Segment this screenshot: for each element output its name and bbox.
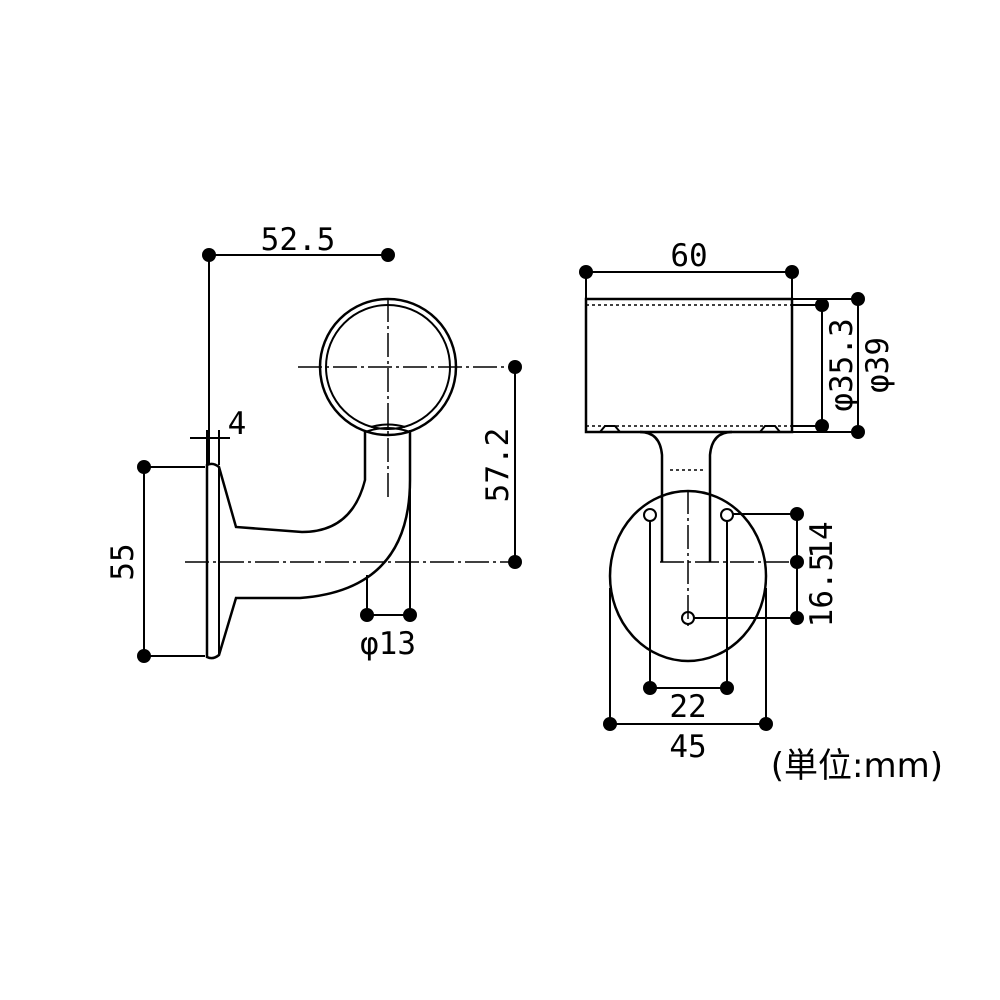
- side-view: 52.5 4 55 57.2 φ13: [105, 222, 522, 663]
- dim-35-dot-bottom: [815, 419, 829, 433]
- rail-saddle: [599, 425, 781, 433]
- dim-stem-diameter: φ13: [360, 626, 416, 662]
- dim-outer-diameter: φ39: [860, 337, 896, 393]
- arm-neck: [364, 427, 411, 433]
- dim-60-dot-left: [579, 265, 593, 279]
- screw-hole-right: [720, 508, 734, 522]
- dim-inner-diameter: φ35.3: [824, 318, 860, 411]
- dim-hole-offset-upper: 14: [804, 521, 840, 558]
- dim-hole-spacing: 22: [669, 689, 706, 725]
- dim-side-height: 55: [105, 543, 141, 580]
- dim-39-dot-top: [851, 292, 865, 306]
- rail-body: [584, 297, 794, 434]
- dim-14-dot-mid: [790, 555, 804, 569]
- dim-57-dot-bottom: [508, 555, 522, 569]
- dim-plate-width: 45: [669, 729, 706, 765]
- dim-22-dot-right: [720, 681, 734, 695]
- dim-16-dot-bottom: [790, 611, 804, 625]
- dim-13-dot-right: [403, 608, 417, 622]
- dim-45-dot-left: [603, 717, 617, 731]
- front-view: 60 φ35.3 φ39 14 16.5 22 45: [579, 238, 896, 765]
- dim-55-dot-bottom: [137, 649, 151, 663]
- dim-55-dot-top: [137, 460, 151, 474]
- unit-note: (単位:mm): [771, 746, 943, 786]
- dim-side-width: 52.5: [261, 222, 336, 258]
- dim-front-width: 60: [670, 238, 707, 274]
- dim-60-dot-right: [785, 265, 799, 279]
- dim-57-dot-top: [508, 360, 522, 374]
- screw-hole-left: [643, 508, 657, 522]
- dim-35-dot-top: [815, 298, 829, 312]
- dim-52-dot-right: [381, 248, 395, 262]
- dim-14-dot-top: [790, 507, 804, 521]
- arm-neck-inner: [370, 423, 406, 428]
- dim-13-dot-left: [360, 608, 374, 622]
- dim-22-dot-left: [643, 681, 657, 695]
- dim-39-dot-bottom: [851, 425, 865, 439]
- dim-center-height: 57.2: [480, 428, 516, 503]
- dim-hole-offset-lower: 16.5: [804, 553, 840, 628]
- bracket-arm: [205, 430, 412, 660]
- dim-52-dot-left: [202, 248, 216, 262]
- dim-plate-thickness: 4: [228, 406, 247, 442]
- stem: [639, 430, 733, 562]
- dim-45-dot-right: [759, 717, 773, 731]
